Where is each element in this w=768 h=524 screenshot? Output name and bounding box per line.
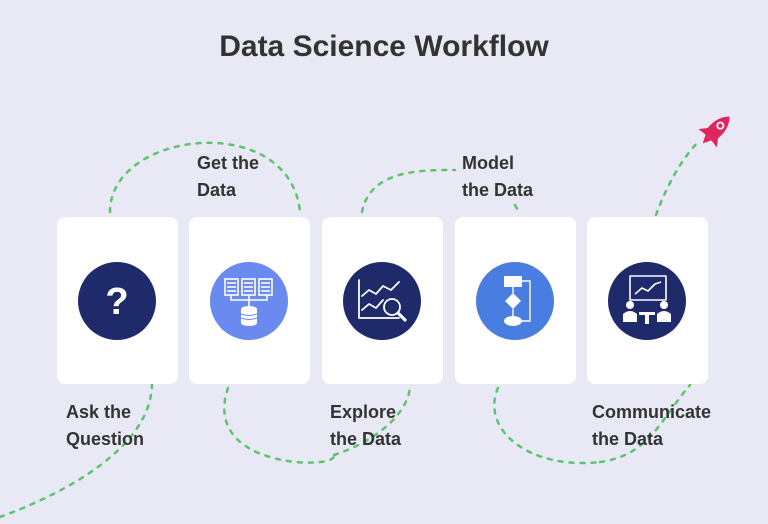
step-card-ask-question: ? — [57, 217, 178, 384]
step-label-line1: Communicate — [592, 402, 712, 422]
step-label-line1: Ask the — [66, 402, 132, 422]
step-label-get-data: Get the Data — [197, 150, 259, 204]
chart-magnifier-icon — [343, 262, 421, 340]
step-label-line1: Explore — [330, 402, 397, 422]
step-label-communicate-data: Communicate the Data — [592, 399, 711, 453]
step-label-line2: Data — [197, 180, 237, 200]
step-card-get-data — [189, 217, 310, 384]
svg-text:?: ? — [105, 281, 128, 323]
rocket-icon — [698, 116, 730, 148]
presentation-meeting-icon — [608, 262, 686, 340]
step-card-model-data — [455, 217, 576, 384]
step-label-line2: the Data — [330, 429, 402, 449]
database-icon — [210, 262, 288, 340]
step-label-ask-question: Ask the Question — [66, 399, 144, 453]
step-card-explore-data — [322, 217, 443, 384]
step-label-explore-data: Explore the Data — [330, 399, 401, 453]
question-mark-icon: ? — [78, 262, 156, 340]
step-label-line2: the Data — [592, 429, 664, 449]
step-card-communicate-data — [587, 217, 708, 384]
flowchart-icon — [476, 262, 554, 340]
step-label-model-data: Model the Data — [462, 150, 533, 204]
step-label-line2: the Data — [462, 180, 534, 200]
step-label-line2: Question — [66, 429, 145, 449]
step-label-line1: Get the — [197, 153, 260, 173]
page-title: Data Science Workflow — [219, 30, 549, 63]
step-label-line1: Model — [462, 153, 514, 173]
